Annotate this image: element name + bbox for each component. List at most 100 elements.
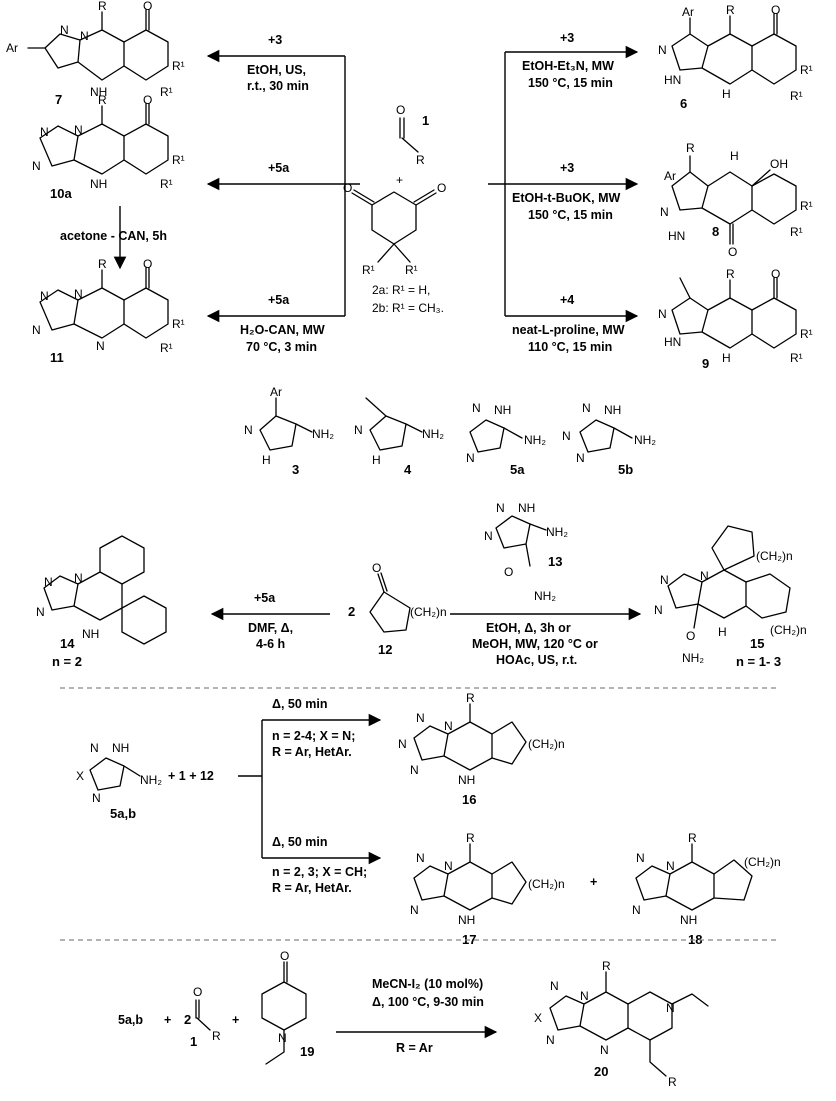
svg-text:N: N: [44, 575, 53, 589]
svg-text:R¹: R¹: [790, 351, 803, 365]
svg-text:110 °C, 15 min: 110 °C, 15 min: [528, 340, 612, 354]
svg-text:N: N: [36, 605, 45, 619]
svg-text:n = 2, 3; X = CH;: n = 2, 3; X = CH;: [272, 865, 367, 879]
branch-line: [238, 720, 263, 858]
svg-text:N: N: [74, 287, 83, 301]
svg-text:Δ, 100 °C, 9-30 min: Δ, 100 °C, 9-30 min: [372, 995, 484, 1009]
svg-text:n = 2-4; X = N;: n = 2-4; X = N;: [272, 729, 355, 743]
svg-text:N: N: [398, 737, 407, 751]
product-17: R N N N NH (CH₂)n 17: [410, 831, 565, 947]
svg-text:R = Ar: R = Ar: [396, 1041, 433, 1055]
svg-text:N: N: [576, 451, 585, 465]
svg-text:N: N: [40, 289, 49, 303]
aminotriazole-5a: N NH N NH₂ 5a: [466, 401, 546, 477]
svg-text:N: N: [562, 429, 571, 443]
svg-text:4: 4: [404, 462, 412, 477]
svg-text:NH₂: NH₂: [312, 427, 334, 441]
svg-text:R¹: R¹: [172, 317, 185, 331]
svg-text:r.t., 30 min: r.t., 30 min: [247, 79, 309, 93]
svg-text:Δ, 50 min: Δ, 50 min: [272, 835, 328, 849]
svg-text:N: N: [546, 1033, 555, 1047]
svg-text:R: R: [212, 1029, 221, 1043]
svg-text:N: N: [416, 851, 425, 865]
svg-text:NH: NH: [680, 913, 697, 927]
svg-text:R: R: [98, 257, 107, 271]
svg-text:18: 18: [688, 932, 702, 947]
svg-text:N: N: [582, 401, 591, 415]
svg-text:N: N: [74, 123, 83, 137]
svg-text:R¹: R¹: [160, 85, 173, 99]
svg-text:N: N: [60, 23, 69, 37]
svg-text:3: 3: [292, 462, 299, 477]
svg-text:2: 2: [348, 604, 355, 619]
aminoazole-5ab: N NH X N NH₂ 5a,b: [76, 741, 162, 821]
product-10a: O R N N N NH R¹ R¹ 10a: [32, 93, 185, 201]
svg-text:R¹: R¹: [405, 263, 418, 277]
aminopyrazole-4: N H NH₂ 4: [354, 397, 444, 477]
svg-text:N: N: [700, 569, 709, 583]
svg-text:R¹: R¹: [800, 327, 813, 341]
svg-text:N: N: [444, 719, 453, 733]
svg-text:+: +: [232, 1013, 239, 1027]
svg-text:O: O: [143, 0, 152, 13]
svg-text:(CH₂)n: (CH₂)n: [744, 855, 781, 869]
svg-text:N: N: [80, 29, 89, 43]
svg-text:H: H: [722, 351, 731, 365]
svg-text:N: N: [600, 1043, 609, 1057]
svg-text:(CH₂)n: (CH₂)n: [528, 737, 565, 751]
svg-text:N: N: [90, 741, 99, 755]
svg-text:H₂O-CAN, MW: H₂O-CAN, MW: [240, 323, 325, 337]
svg-text:N: N: [658, 43, 667, 57]
svg-text:O: O: [143, 257, 152, 271]
svg-text:EtOH-t-BuOK, MW: EtOH-t-BuOK, MW: [512, 191, 621, 205]
svg-text:13: 13: [548, 554, 562, 569]
svg-text:HOAc, US, r.t.: HOAc, US, r.t.: [496, 653, 577, 667]
svg-text:NH₂: NH₂: [524, 433, 546, 447]
aldehyde-1: O 1 R: [396, 103, 429, 167]
svg-text:O: O: [372, 561, 381, 575]
aminopyrazole-3: Ar N H NH₂ 3: [244, 385, 334, 477]
svg-text:N: N: [74, 571, 83, 585]
svg-text:O: O: [771, 267, 780, 281]
svg-text:R¹: R¹: [362, 263, 375, 277]
svg-text:+4: +4: [560, 293, 574, 307]
svg-text:EtOH, Δ, 3h or: EtOH, Δ, 3h or: [486, 621, 571, 635]
product-7: O R Ar N N NH R¹ R¹ 7: [6, 0, 185, 107]
svg-text:NH: NH: [518, 501, 535, 515]
svg-text:DMF, Δ,: DMF, Δ,: [248, 621, 293, 635]
svg-text:HN: HN: [664, 73, 681, 87]
svg-text:H: H: [730, 149, 739, 163]
svg-text:R¹: R¹: [800, 63, 813, 77]
svg-text:5b: 5b: [618, 462, 633, 477]
svg-text:N: N: [354, 423, 363, 437]
svg-text:NH: NH: [82, 627, 99, 641]
svg-text:HN: HN: [664, 335, 681, 349]
svg-text:15: 15: [750, 636, 764, 651]
svg-text:N: N: [632, 903, 641, 917]
svg-text:N: N: [40, 125, 49, 139]
svg-text:O: O: [437, 181, 446, 195]
svg-text:(CH₂)n: (CH₂)n: [770, 623, 807, 637]
svg-text:N: N: [466, 451, 475, 465]
svg-text:X: X: [76, 769, 84, 783]
svg-text:Ar: Ar: [682, 5, 694, 19]
svg-text:NH₂: NH₂: [422, 427, 444, 441]
svg-text:O: O: [728, 245, 737, 259]
product-18: R N N N NH (CH₂)n 18: [632, 831, 781, 947]
svg-text:O: O: [396, 103, 405, 117]
svg-text:4-6 h: 4-6 h: [256, 637, 285, 651]
svg-text:neat-L-proline, MW: neat-L-proline, MW: [512, 323, 625, 337]
svg-text:19: 19: [300, 1044, 314, 1059]
svg-text:NH₂: NH₂: [534, 589, 556, 603]
svg-text:H: H: [722, 87, 731, 101]
aldehyde-1-bottom: 2 O R 1: [184, 985, 221, 1049]
svg-text:O: O: [343, 181, 352, 195]
svg-text:R: R: [416, 153, 425, 167]
svg-text:2a: R¹ = H,: 2a: R¹ = H,: [372, 283, 430, 297]
svg-text:N: N: [660, 205, 669, 219]
svg-text:+: +: [164, 1013, 171, 1027]
aminotriazole-carboxamide-13: N NH N NH₂ O NH₂ 13: [484, 501, 568, 603]
svg-text:(CH₂)n: (CH₂)n: [410, 605, 447, 619]
svg-text:R: R: [466, 831, 475, 845]
product-11: O R N N N N R¹ R¹ 11: [32, 257, 185, 365]
